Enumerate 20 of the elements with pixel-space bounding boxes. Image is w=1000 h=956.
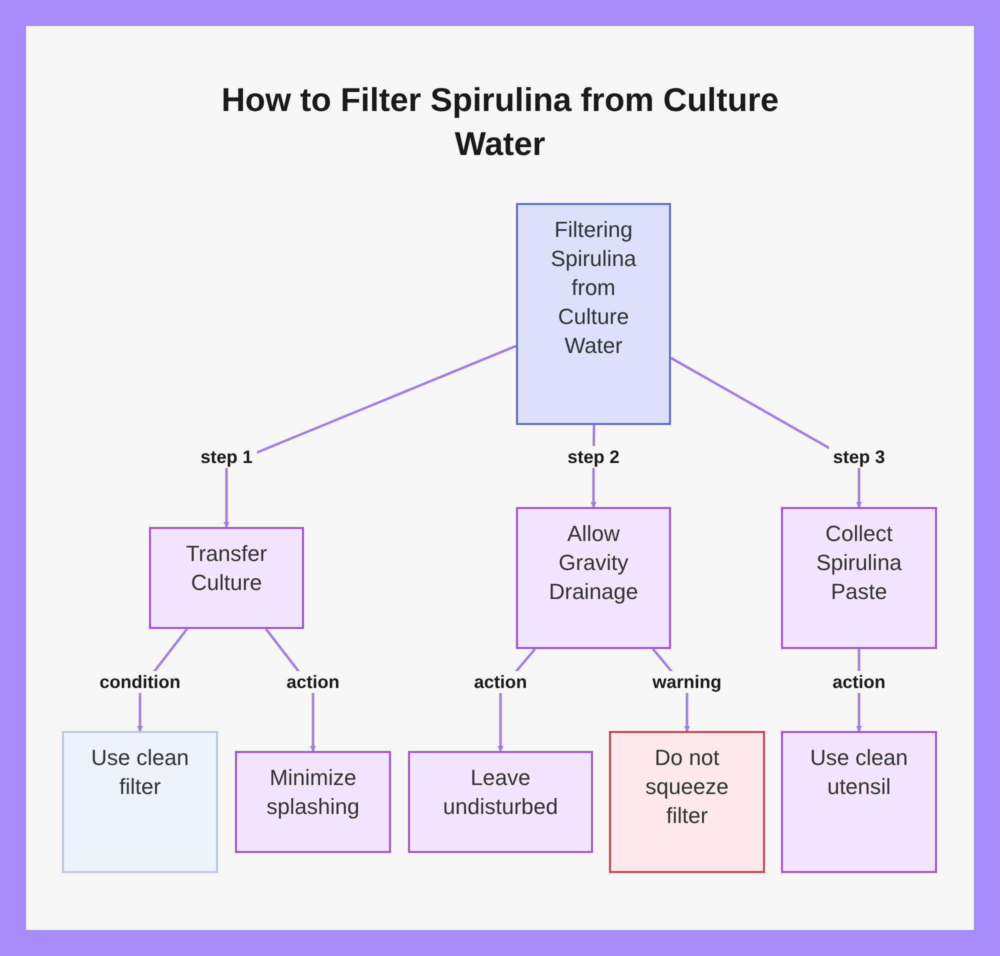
process-box xyxy=(781,731,937,873)
process-box xyxy=(781,507,937,649)
box-text: Use clean filter xyxy=(90,744,190,801)
arrow xyxy=(224,344,516,528)
box-text: Filtering Spirulina from Culture Water xyxy=(550,216,638,360)
process-box xyxy=(516,203,671,425)
box-text: Use clean utensil xyxy=(809,744,909,801)
process-box xyxy=(516,507,671,649)
box-text: Leave undisturbed xyxy=(442,764,559,821)
box-text: Transfer Culture xyxy=(184,540,268,597)
process-box xyxy=(235,751,391,853)
box-text: Minimize splashing xyxy=(266,764,360,821)
title: How to Filter Spirulina from Culture Water xyxy=(220,80,780,164)
process-box xyxy=(62,731,218,873)
box-text: Do not squeeze filter xyxy=(644,744,730,830)
process-box xyxy=(149,527,304,629)
box-text: Allow Gravity Drainage xyxy=(548,520,640,606)
process-box xyxy=(609,731,765,873)
box-text: Collect Spirulina Paste xyxy=(815,520,903,606)
process-box xyxy=(408,751,593,853)
